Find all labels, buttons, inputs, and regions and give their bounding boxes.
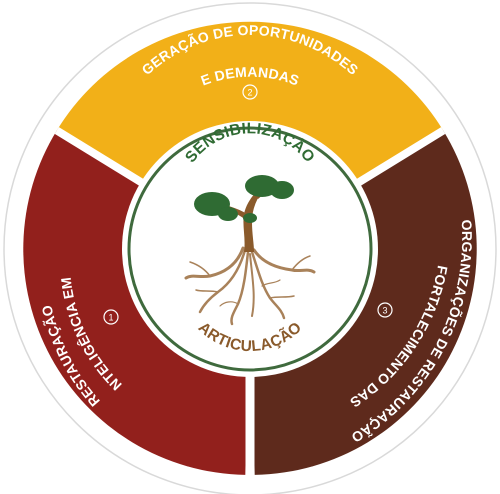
segment-right-number-badge xyxy=(377,302,393,318)
segment-left-number-badge xyxy=(103,309,119,325)
segment-right-number: 3 xyxy=(382,306,387,316)
tree-with-roots-icon xyxy=(184,175,316,326)
segment-left-number: 1 xyxy=(108,313,113,323)
segment-top-number: 2 xyxy=(247,88,252,98)
segment-top-number-badge xyxy=(242,84,258,100)
